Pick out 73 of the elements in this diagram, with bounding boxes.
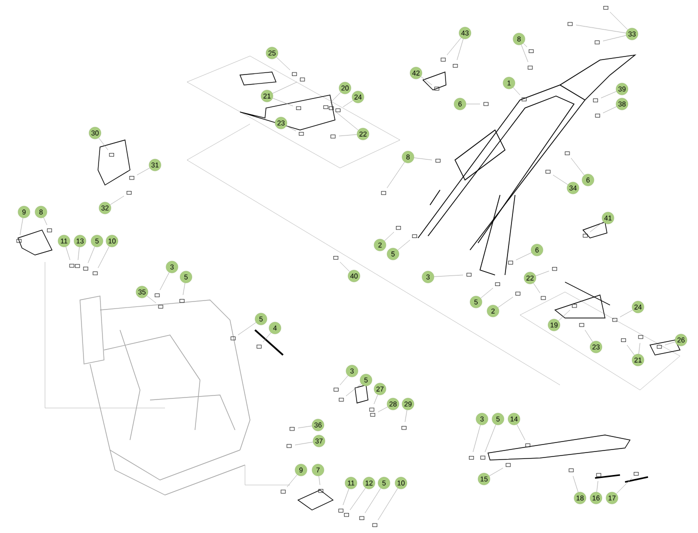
leader-line — [342, 100, 354, 108]
leader-line — [272, 82, 298, 94]
leader-line — [596, 480, 598, 492]
leader-line — [446, 38, 462, 56]
leader-line — [600, 91, 617, 98]
leader-line — [66, 246, 70, 260]
leader-line — [610, 12, 628, 30]
leader-line — [626, 344, 635, 356]
leader-line — [238, 322, 256, 336]
leader-line — [480, 288, 494, 298]
leader-line — [286, 474, 298, 488]
leader-line — [346, 384, 362, 396]
leader-line — [340, 262, 350, 272]
leader-line — [182, 282, 186, 296]
leader-line — [340, 375, 348, 386]
leader-line — [276, 56, 290, 70]
leader-line — [516, 424, 526, 440]
leader-line — [98, 246, 110, 268]
leader-line — [576, 24, 626, 34]
leader-line — [350, 488, 366, 510]
leader-line — [434, 274, 464, 277]
leader-line — [533, 282, 540, 294]
leader-line — [342, 488, 350, 506]
leader-line — [602, 35, 626, 42]
leader-line — [602, 106, 617, 114]
leader-line — [98, 138, 108, 150]
leader-line — [590, 222, 604, 232]
leader-line — [298, 426, 312, 428]
leader-line — [498, 296, 514, 308]
leader-line — [318, 476, 320, 486]
leader-line — [398, 240, 410, 250]
leader-line — [414, 158, 432, 160]
leader-line — [136, 168, 150, 176]
leader-line — [516, 252, 532, 260]
leader-line — [43, 217, 48, 226]
leader-line — [536, 270, 550, 276]
leader-line — [336, 112, 358, 130]
leader-line — [330, 92, 341, 104]
leader-line — [78, 246, 80, 260]
leader-line — [378, 406, 388, 412]
leader-line — [338, 134, 358, 136]
leader-line — [572, 476, 578, 492]
leader-line — [384, 232, 394, 242]
leader-line — [404, 410, 408, 422]
leader-line — [523, 43, 528, 48]
leader-line — [386, 162, 405, 188]
leader-line — [620, 310, 633, 318]
leader-line — [146, 296, 156, 304]
leader-line — [584, 330, 593, 342]
leader-line — [420, 76, 432, 86]
leader-line — [262, 332, 272, 342]
leader-line — [110, 196, 124, 205]
leader-line — [364, 488, 381, 514]
leader-line — [570, 158, 584, 176]
leader-line — [638, 342, 640, 354]
leader-line — [489, 468, 504, 476]
leader-line — [272, 98, 294, 106]
leader-line — [521, 44, 528, 62]
leader-line — [616, 478, 632, 494]
leader-line — [558, 310, 570, 322]
leader-line — [160, 272, 170, 290]
leader-line — [664, 342, 676, 346]
leader-line — [552, 174, 568, 185]
leader-line — [88, 246, 95, 264]
leader-line — [512, 87, 520, 96]
leader-line — [472, 424, 481, 452]
leader-line — [456, 38, 464, 60]
leader-line — [286, 126, 296, 132]
leader-line — [378, 488, 398, 520]
leader-line — [294, 442, 314, 446]
leader-line — [20, 218, 24, 236]
leader-line — [484, 424, 496, 452]
leader-line — [374, 394, 378, 404]
